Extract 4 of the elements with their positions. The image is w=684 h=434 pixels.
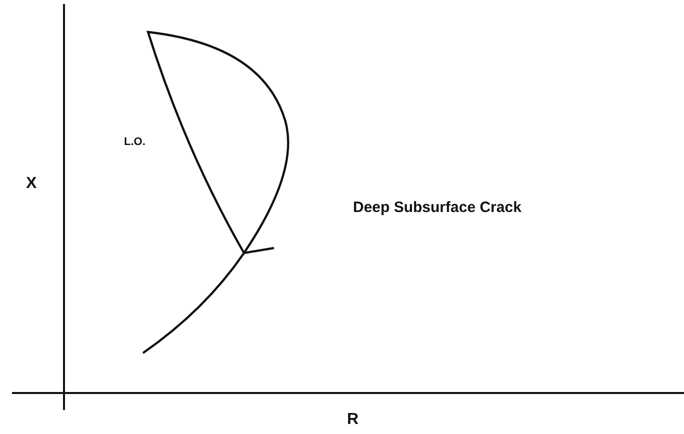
curve-label: L.O. [124,137,146,148]
annotation-text: Deep Subsurface Crack [353,200,522,215]
axis-label: R [347,412,359,428]
axis-label: X [26,176,37,192]
